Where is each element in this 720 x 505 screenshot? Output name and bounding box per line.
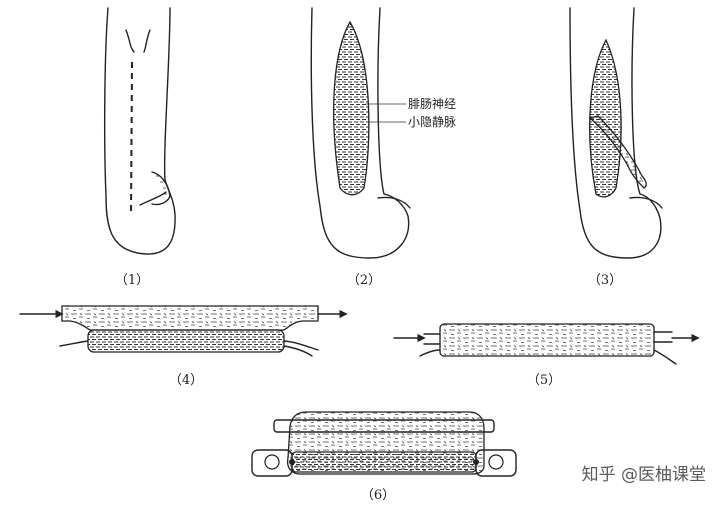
caption-5: （5）: [527, 373, 561, 388]
label-small-saphenous-vein: 小隐静脉: [408, 114, 456, 129]
caption-3: （3）: [588, 273, 622, 288]
figure-4-graft: [19, 305, 348, 357]
label-sural-nerve: 腓肠神经: [408, 96, 456, 111]
caption-2: （2）: [347, 273, 381, 288]
figure-3-vein-harvest: [569, 7, 663, 259]
caption-4: （4）: [169, 373, 203, 388]
figure-5-conduit: [393, 323, 700, 365]
figure-1-leg-incision: [103, 7, 176, 255]
watermark-handle: @医柚课堂: [621, 465, 706, 485]
figure-6-bridge: [251, 411, 517, 477]
caption-6: （6）: [361, 488, 395, 503]
watermark-brand: 知乎: [581, 465, 616, 485]
caption-1: （1）: [115, 273, 149, 288]
figure-2-exposure: 腓肠神经 小隐静脉: [310, 7, 456, 259]
watermark: 知乎 @医柚课堂: [582, 460, 706, 485]
